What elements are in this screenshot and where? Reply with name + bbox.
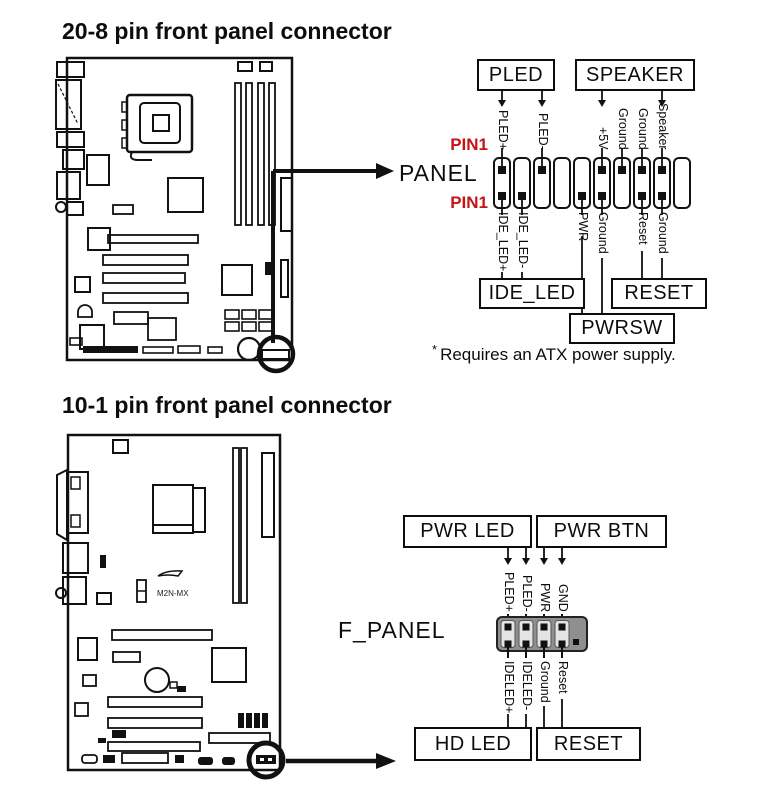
panel-label: PANEL (399, 160, 478, 186)
pin-label: IDE_LED+ (496, 212, 510, 272)
hd-led-box: HD LED (414, 727, 532, 761)
board-model-label: M2N-MX (157, 589, 189, 598)
highlight-circle (256, 334, 296, 374)
pin-label: Speaker (656, 103, 670, 150)
pin-label: Ground (596, 212, 610, 254)
fpanel-connector-pinout (496, 548, 588, 727)
ide-led-box: IDE_LED (479, 278, 585, 309)
fpanel-label: F_PANEL (338, 617, 446, 643)
motherboard2-diagram: M2N-MX (55, 433, 396, 780)
reset-box2-label: RESET (553, 732, 624, 755)
pin-label: Ground (656, 212, 670, 254)
section2-title: 10-1 pin front panel connector (62, 392, 392, 418)
pin-label: PLED- (520, 575, 534, 612)
pwr-btn-box-label: PWR BTN (553, 520, 650, 542)
pin-label: PLED+ (496, 110, 510, 150)
pin-label: PWR (576, 212, 590, 242)
pled-box: PLED (477, 59, 555, 91)
pin-label: +5V (596, 127, 610, 150)
note-asterisk: * (432, 342, 438, 357)
pin-label: Reset (556, 661, 570, 694)
motherboard1-diagram (55, 56, 394, 374)
pwrsw-box-label: PWRSW (581, 317, 663, 339)
pin-label: Ground (616, 108, 630, 150)
pin-label: Ground (636, 108, 650, 150)
pwr-led-box-label: PWR LED (420, 520, 515, 542)
pwr-btn-box: PWR BTN (536, 515, 667, 548)
pin-label: IDELED- (520, 661, 534, 711)
pled-box-label: PLED (488, 63, 544, 86)
reset-box2: RESET (536, 727, 641, 761)
atx-note: *Requires an ATX power supply. (432, 342, 676, 364)
reset-box-label: RESET (624, 282, 694, 304)
pin-label: IDE_LED- (516, 212, 530, 269)
pin-label: PLED- (536, 113, 550, 150)
pin-label: Ground (538, 661, 552, 703)
section1-title: 20-8 pin front panel connector (62, 18, 392, 44)
pin-label: PLED+ (502, 572, 516, 612)
arrow-head-icon (376, 753, 396, 769)
pin1-bottom-label: PIN1 (450, 193, 488, 212)
arrow-head-icon (376, 163, 394, 179)
pin9 (573, 639, 579, 645)
pin-label: Reset (636, 212, 650, 245)
hd-led-box-label: HD LED (434, 732, 512, 755)
pwrsw-box: PWRSW (569, 313, 675, 344)
pin-label: GND (556, 584, 570, 612)
highlight-circle (246, 740, 286, 780)
pin-label: IDELED+ (502, 661, 516, 714)
pwr-led-box: PWR LED (403, 515, 532, 548)
ide-led-box-label: IDE_LED (488, 282, 576, 304)
pin-label: PWR (538, 582, 552, 612)
speaker-box: SPEAKER (575, 59, 695, 91)
panel-connector-pinout (493, 91, 691, 313)
pin1-top-label: PIN1 (450, 135, 488, 154)
battery-circle (236, 336, 262, 362)
reset-box: RESET (611, 278, 707, 309)
speaker-box-label: SPEAKER (586, 63, 684, 86)
